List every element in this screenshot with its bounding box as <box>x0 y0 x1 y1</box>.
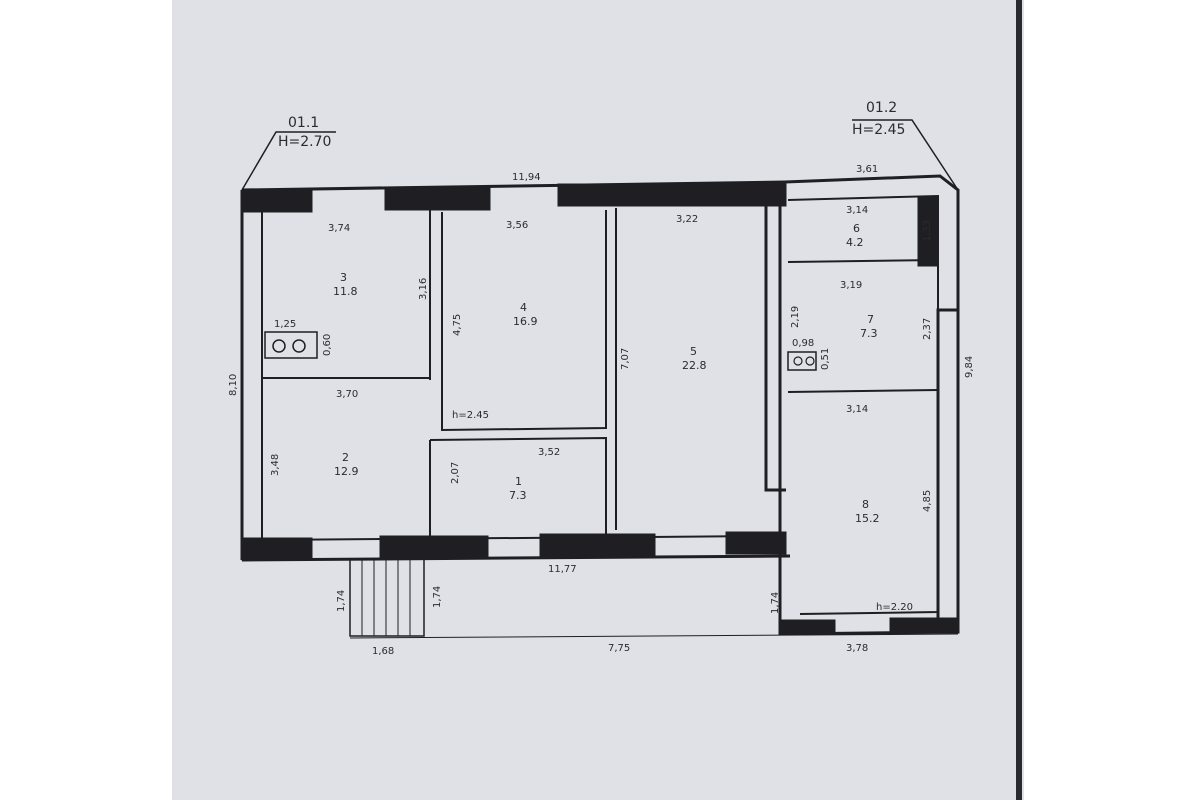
dim-label: 7,07 <box>620 348 631 370</box>
dim-label: 4,75 <box>452 314 463 336</box>
marker-leader-left <box>241 131 336 191</box>
dim-label: 3,70 <box>336 389 358 400</box>
dim-label: 3,56 <box>506 220 528 231</box>
partition <box>787 389 939 393</box>
dim-label: 4,85 <box>922 490 933 512</box>
marker-right-height: H=2.45 <box>852 122 905 138</box>
room-area: 11.8 <box>333 285 358 298</box>
wall-block <box>779 619 836 635</box>
dim-label: 1,74 <box>432 586 443 608</box>
dim-label: 2,37 <box>922 318 933 340</box>
outer-wall-top <box>241 180 786 192</box>
room-area: 22.8 <box>682 359 707 372</box>
dim-label: 1,68 <box>372 646 394 657</box>
dim-label: 7,75 <box>608 643 630 654</box>
dim-label: 3,61 <box>856 164 878 175</box>
room-number: 7 <box>867 313 874 326</box>
dim-label: 0,60 <box>322 334 333 356</box>
wall-block <box>725 531 787 555</box>
burner <box>805 356 815 366</box>
dim-label: 1,74 <box>336 590 347 612</box>
room-area: 7.3 <box>860 327 878 340</box>
dim-label: 11,77 <box>548 564 577 575</box>
wall-block <box>917 195 939 267</box>
dim-label: 0,51 <box>820 348 831 370</box>
room-area: 7.3 <box>509 489 527 502</box>
room-number: 4 <box>520 301 527 314</box>
wall-block <box>241 537 313 561</box>
dim-label: 1,33 <box>922 220 933 242</box>
dimension-line <box>349 633 959 639</box>
dim-label: 3,74 <box>328 223 350 234</box>
dim-label: 3,16 <box>418 278 429 300</box>
wall-block <box>936 308 960 634</box>
dim-label: 3,22 <box>676 214 698 225</box>
room-area: 12.9 <box>334 465 359 478</box>
wall-block <box>539 533 656 557</box>
burner <box>272 339 286 353</box>
dim-label: 3,14 <box>846 404 868 415</box>
stove <box>787 351 817 371</box>
dim-label: 1,74 <box>770 592 781 614</box>
room-number: 5 <box>690 345 697 358</box>
dim-label: 3,19 <box>840 280 862 291</box>
marker-left-id: 01.1 <box>288 115 319 131</box>
porch-steps <box>361 560 411 636</box>
dim-label: 8,10 <box>228 374 239 396</box>
room-area: 16.9 <box>513 315 538 328</box>
dim-label: h=2.20 <box>876 602 913 613</box>
room-number: 6 <box>853 222 860 235</box>
dim-label: 2,19 <box>790 306 801 328</box>
room-number: 2 <box>342 451 349 464</box>
partition <box>764 202 786 492</box>
room-number: 1 <box>515 475 522 488</box>
wall-block <box>384 187 491 211</box>
dim-label: 11,94 <box>512 172 541 183</box>
paper-sheet <box>172 0 1024 800</box>
dim-label: 3,14 <box>846 205 868 216</box>
partition <box>429 436 607 536</box>
marker-left-height: H=2.70 <box>278 134 331 150</box>
room-number: 8 <box>862 498 869 511</box>
dim-label: 3,78 <box>846 643 868 654</box>
dim-label: 3,48 <box>270 454 281 476</box>
wall-block <box>557 183 787 207</box>
dim-label: h=2.45 <box>452 410 489 421</box>
dim-label: 9,84 <box>964 356 975 378</box>
stove <box>264 331 318 359</box>
room-number: 3 <box>340 271 347 284</box>
dim-label: 0,98 <box>792 338 814 349</box>
marker-right-id: 01.2 <box>866 100 897 116</box>
wall-block <box>241 189 313 213</box>
burner <box>292 339 306 353</box>
wall-block <box>379 535 489 559</box>
paper-edge <box>1016 0 1022 800</box>
dim-label: 3,52 <box>538 447 560 458</box>
porch <box>349 560 425 637</box>
marker-leader-right <box>852 119 959 191</box>
burner <box>793 356 803 366</box>
partition <box>441 210 607 432</box>
outer-wall-bottom <box>241 554 791 562</box>
room-area: 15.2 <box>855 512 880 525</box>
dim-label: 2,07 <box>450 462 461 484</box>
dim-label: 1,25 <box>274 319 296 330</box>
partition <box>787 259 939 263</box>
inner-wall-bottom <box>261 535 771 541</box>
wall-block <box>889 617 959 633</box>
room-area: 4.2 <box>846 236 864 249</box>
